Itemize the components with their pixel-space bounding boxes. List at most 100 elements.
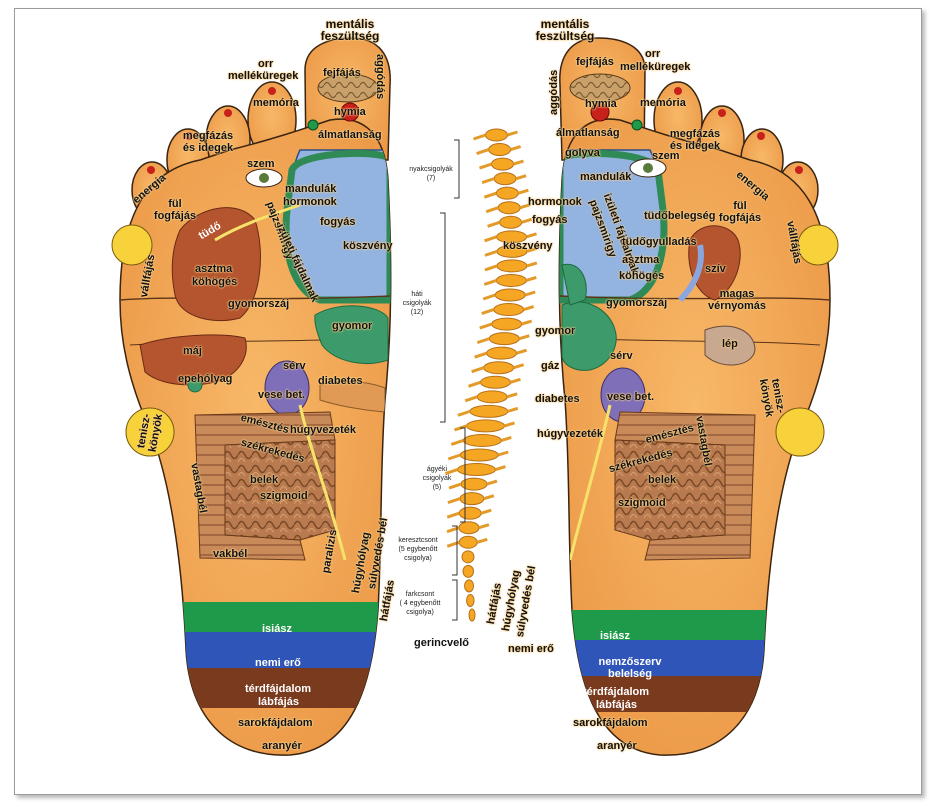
vertebra-process [483,188,529,199]
left-gout-label: köszvény [343,240,393,252]
vertebra-process [476,145,522,155]
right-hemorrhoids-label: aranyér [597,740,637,752]
right-gout-label: köszvény [503,240,553,252]
right-hormones-label: hormonok [528,196,582,208]
vertebra [493,303,525,317]
left-memory-label: memória [253,97,299,109]
spine-illustration [440,128,538,622]
vertebra-process [473,130,518,141]
vertebra-process [445,465,506,475]
vertebra-process [481,305,535,315]
vertebra [459,492,485,506]
right-eye-label: szem [652,150,680,162]
left-hormones-label: hormonok [283,196,337,208]
left-insomnia-label: álmatlanság [318,129,382,141]
vertebra-process [485,203,531,214]
vertebra [476,390,508,404]
right-tonsils-label: mandulák [580,171,632,183]
vertebra [485,128,509,142]
right-band-green [559,610,830,640]
right-headache-label: fejfájás [576,56,614,68]
vertebra-process [448,479,498,490]
right-hernia-label: sérv [610,350,633,362]
right-intestine-label: belek [648,474,677,486]
vertebra [488,143,512,157]
left-ureter-label: húgyvezeték [290,424,357,436]
left-diabetes-label: diabetes [318,375,363,387]
right-sinus-label: melléküregek [620,61,691,73]
vertebra-process [483,276,537,286]
vertebra [461,550,475,564]
right-lung-disease-label: tüdőbelegség [644,210,716,222]
vertebra [464,579,475,593]
vertebra [493,172,517,186]
vertebra-process [484,246,538,257]
left-liver [139,334,247,386]
vertebra [466,593,475,607]
vertebra-process [484,232,537,243]
left-hymia-label: hymia [334,106,366,118]
vertebra [462,433,502,447]
right-heart-label: szív [705,263,726,275]
left-kidney-label: vese bet. [258,389,306,401]
vertebra [495,273,527,287]
vertebra [491,317,523,331]
left-potency-label: nemi erő [255,657,301,669]
left-leg-label: lábfájás [258,696,299,708]
right-shoulder-circle [797,224,839,266]
vertebra [488,332,520,346]
right-knee-label: térdfájdalom [583,686,650,698]
left-headache-label: fejfájás [323,67,361,79]
left-stomach-label: gyomor [332,320,373,332]
left-cough-label: köhögés [192,276,238,288]
right-ureter-label: húgyvezeték [537,428,604,440]
right-heel-label: sarokfájdalom [573,717,648,729]
spinal-cord-label: gerincvelő [414,637,470,649]
vertebra-process [446,508,492,519]
left-stomach [314,305,389,364]
spine-cervical-label: nyakcsigolyák(7) [409,166,453,182]
vertebra-process [447,450,509,461]
right-spleen [704,325,756,366]
vertebra-process [447,494,495,505]
right-diabetes-label: diabetes [535,393,580,405]
vertebra-process [479,159,524,170]
left-anxiety-label: aggódás [374,54,386,100]
vertebra [459,448,499,462]
right-potency-label: nemi erő [508,643,554,655]
right-sciatica-label: isiász [600,630,630,642]
left-foot [111,37,392,756]
left-hernia-label: sérv [283,360,306,372]
left-eye-label: szem [247,158,275,170]
vertebra [458,535,478,549]
vertebra [468,608,476,622]
right-small-intestine [614,439,726,541]
left-appendix-label: vakbél [213,548,248,560]
left-liver-label: máj [183,345,202,357]
left-nose-label: orr [258,58,274,70]
left-heel-label: sarokfájdalom [238,717,313,729]
vertebra-process [484,261,538,272]
right-insomnia-label: álmatlanság [556,127,620,139]
left-band-green [120,602,391,632]
vertebra-process [471,363,525,374]
right-asthma-label: asztma [622,254,660,266]
right-memory-label: memória [640,97,686,109]
vertebra [458,506,482,520]
vertebra [494,288,526,302]
right-anxiety-label: aggódás [548,69,560,115]
vertebra [466,419,506,433]
vertebra [469,404,509,418]
vertebra [491,157,515,171]
right-gas-label: gáz [541,360,560,372]
right-stomach-label: gyomor [535,325,576,337]
